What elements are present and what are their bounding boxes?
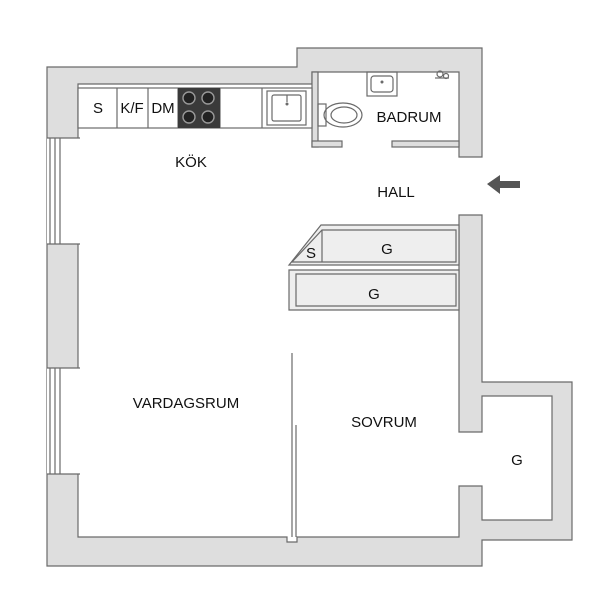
wardrobe-upper [287, 224, 460, 266]
washbasin-icon [366, 71, 398, 97]
walls [46, 47, 573, 567]
wardrobe-lower [288, 269, 460, 311]
window-upper-frame [47, 137, 80, 245]
wardrobe-label-g3: G [511, 452, 523, 469]
bath-wall-left [311, 71, 319, 148]
room-label-bathroom: BADRUM [376, 109, 441, 126]
toilet-icon [317, 102, 363, 128]
bath-wall-bottom-left [311, 140, 343, 148]
kitchen-sink-icon [266, 90, 307, 126]
room-label-kitchen: KÖK [175, 153, 207, 171]
room-label-hall: HALL [377, 184, 415, 201]
wardrobe-label-g2: G [368, 286, 380, 303]
outer-wall [46, 47, 573, 567]
room-label-living: VARDAGSRUM [133, 395, 239, 412]
window-lower-frame [47, 367, 80, 475]
wardrobe-label-s: S [306, 245, 316, 262]
window-upper [47, 138, 80, 244]
bathroom-fixtures [317, 70, 450, 128]
room-label-bedroom: SOVRUM [351, 414, 417, 431]
fixture-label-dm: DM [151, 100, 174, 117]
fixture-label-kf: K/F [120, 100, 143, 117]
shower-tap-icon [435, 70, 450, 80]
fixture-label-s: S [93, 100, 103, 117]
bath-wall-bottom-right [391, 140, 460, 148]
window-lower [47, 368, 80, 474]
wardrobe-label-g1: G [381, 241, 393, 258]
kitchen-counter [77, 87, 313, 129]
arrow-left-icon [487, 175, 520, 194]
wardrobes [287, 224, 460, 311]
